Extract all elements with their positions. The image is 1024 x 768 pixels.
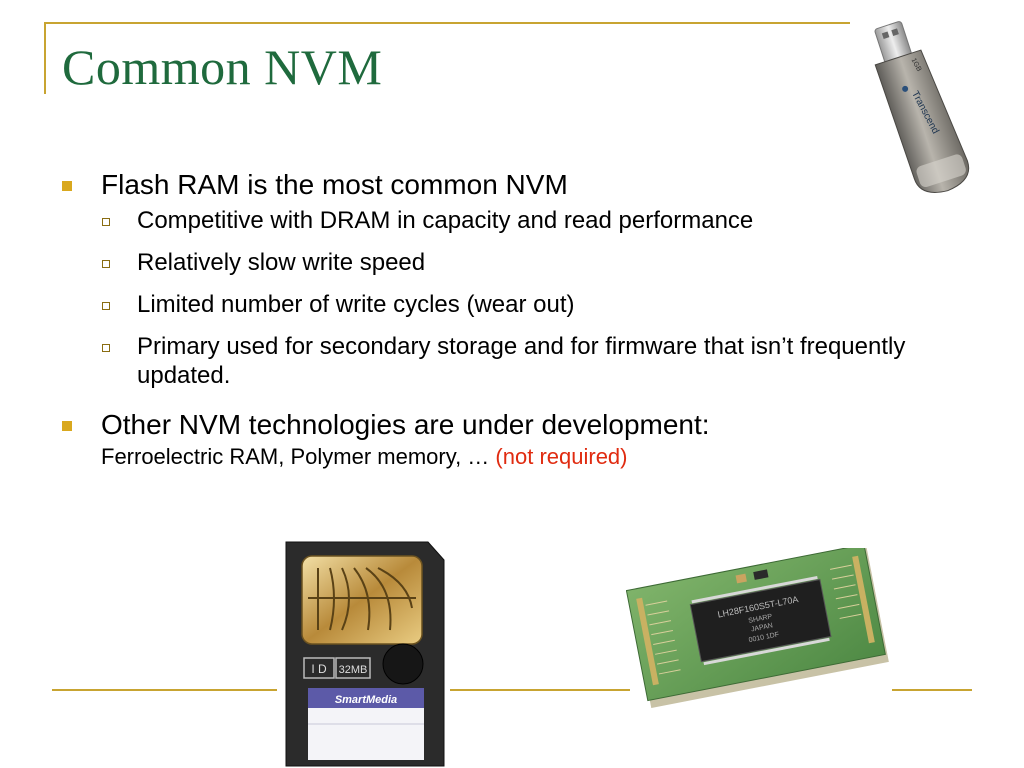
- sub-bullet-text: Relatively slow write speed: [137, 249, 426, 276]
- sub-bullet: Competitive with DRAM in capacity and re…: [101, 206, 960, 235]
- bullet-text: Other NVM technologies are under develop…: [101, 409, 710, 440]
- sub-bullet-text: Limited number of write cycles (wear out…: [137, 291, 575, 318]
- bullet-flash-ram: Flash RAM is the most common NVM Competi…: [60, 168, 960, 390]
- sub-bullet: Limited number of write cycles (wear out…: [101, 290, 960, 319]
- bullet-list: Flash RAM is the most common NVM Competi…: [60, 168, 960, 470]
- sub-bullet-text: Competitive with DRAM in capacity and re…: [137, 207, 754, 234]
- hollow-square-bullet-icon: [102, 302, 110, 310]
- bullet-other-nvm: Other NVM technologies are under develop…: [60, 408, 960, 470]
- hollow-square-bullet-icon: [102, 260, 110, 268]
- bullet-text: Flash RAM is the most common NVM: [101, 169, 568, 200]
- hollow-square-bullet-icon: [102, 344, 110, 352]
- frame-left-rule: [44, 22, 46, 94]
- card-id-label: I D: [311, 662, 327, 676]
- sub-bullet-list: Competitive with DRAM in capacity and re…: [101, 206, 960, 390]
- bullet-tail-text: Ferroelectric RAM, Polymer memory, …: [101, 444, 496, 469]
- frame-top-rule: [44, 22, 850, 24]
- square-bullet-icon: [62, 181, 72, 191]
- square-bullet-icon: [62, 421, 72, 431]
- bottom-rule-middle: [450, 689, 630, 691]
- smartmedia-card-image: I D 32MB SmartMedia: [285, 541, 445, 767]
- card-capacity-label: 32MB: [339, 664, 368, 676]
- sub-bullet: Relatively slow write speed: [101, 248, 960, 277]
- sub-bullet: Primary used for secondary storage and f…: [101, 332, 960, 390]
- bottom-rule-left: [52, 689, 277, 691]
- sub-bullet-text: Primary used for secondary storage and f…: [137, 333, 906, 389]
- slide-title: Common NVM: [62, 39, 383, 95]
- usb-flash-drive-image: Transcend 1GB: [874, 21, 970, 193]
- flash-chip-module-image: LH28F160S5T-L70A SHARP JAPAN 0010 1DF: [626, 548, 889, 708]
- card-brand-label: SmartMedia: [335, 694, 397, 706]
- bottom-rule-right: [892, 689, 972, 691]
- bullet-tail: Ferroelectric RAM, Polymer memory, … (no…: [101, 444, 960, 470]
- not-required-note: (not required): [495, 444, 628, 469]
- hollow-square-bullet-icon: [102, 218, 110, 226]
- chip-marking-maker: SHARP: [748, 613, 773, 625]
- chip-marking-origin: JAPAN: [751, 622, 774, 633]
